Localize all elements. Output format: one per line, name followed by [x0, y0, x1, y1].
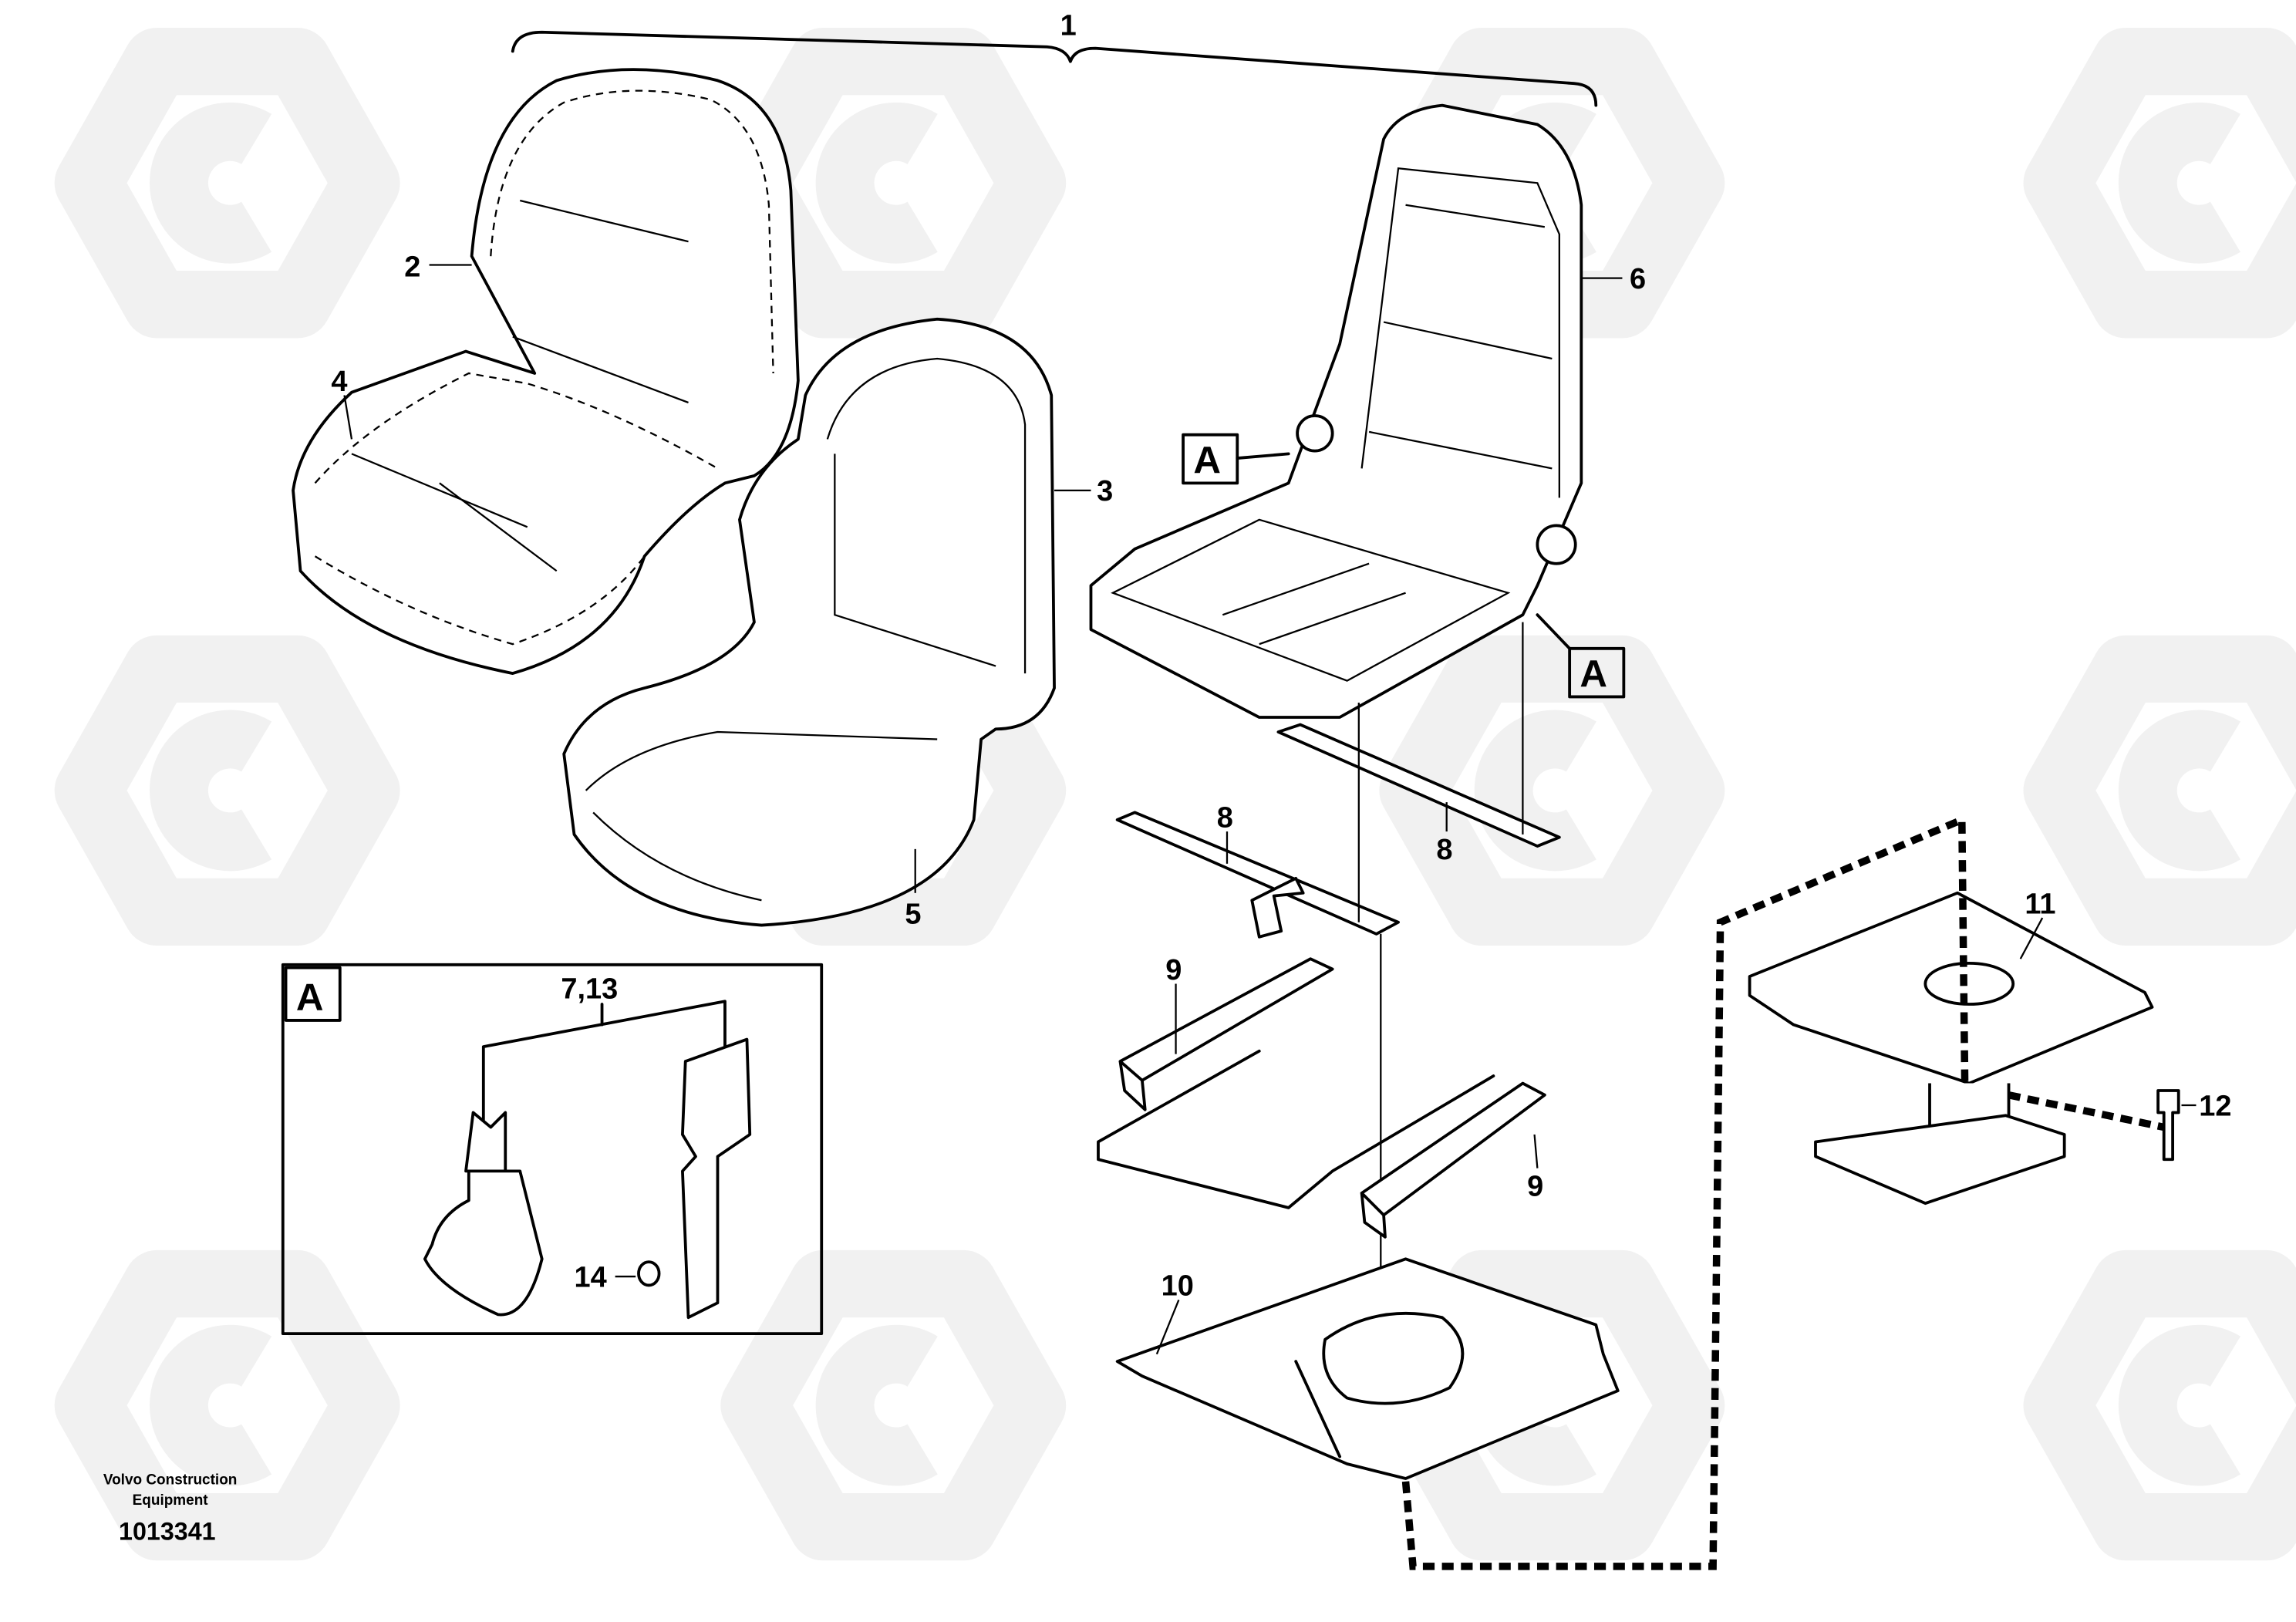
brace-item-1: [511, 30, 1598, 107]
callout-9-lower: 9: [1527, 1171, 1543, 1203]
callout-1: 1: [1060, 10, 1077, 42]
callout-4: 4: [331, 366, 347, 398]
callout-11: 11: [2025, 888, 2055, 920]
callout-12: 12: [2199, 1090, 2231, 1122]
callout-2: 2: [404, 251, 420, 284]
detail-ref-a-lower: A: [1580, 653, 1607, 695]
seat-cover-set: [292, 68, 800, 675]
callout-8-left: 8: [1217, 801, 1233, 834]
drawing-number: 1013341: [119, 1518, 216, 1546]
callout-8-right: 8: [1436, 834, 1452, 866]
callout-3: 3: [1097, 475, 1113, 508]
leader-lines: [343, 264, 2197, 1355]
callout-5: 5: [905, 899, 921, 931]
callout-7-13: 7,13: [561, 973, 618, 1005]
company-name-line1: Volvo Construction: [103, 1472, 238, 1489]
inset-label-a: A: [296, 976, 324, 1019]
swivel-plate: [1115, 1257, 1620, 1480]
seat-frame: [1089, 103, 1583, 719]
company-name-line2: Equipment: [133, 1492, 209, 1509]
release-bar: [1097, 1049, 1495, 1209]
detail-a-inset: [281, 963, 824, 1335]
bolt-12: [2156, 1089, 2180, 1162]
seat-pedestal: [1748, 891, 2154, 1206]
callout-10: 10: [1161, 1270, 1194, 1303]
callout-9-upper: 9: [1165, 954, 1182, 986]
slide-rail-upper: [1118, 957, 1334, 1111]
strap-8-right: [1276, 723, 1561, 848]
dashed-outline: [1401, 814, 1969, 1570]
seat-cushion-assembly: [562, 317, 1056, 927]
callout-6: 6: [1630, 263, 1646, 295]
callout-14: 14: [574, 1261, 606, 1293]
detail-ref-a-upper: A: [1193, 439, 1221, 481]
strap-8-left: [1115, 811, 1400, 936]
slide-rail-lower: [1360, 1081, 1546, 1239]
